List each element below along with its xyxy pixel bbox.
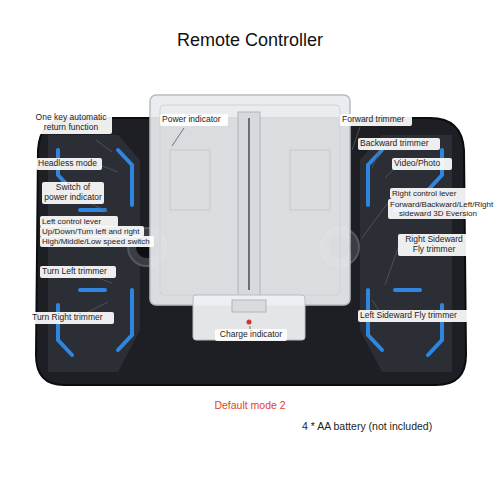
callout-label: Right control lever xyxy=(390,188,474,199)
callout-label: Turn Left trimmer xyxy=(40,266,116,278)
callout-label: Turn Right trimmer xyxy=(30,312,114,324)
callout-label: Forward trimmer xyxy=(340,114,412,126)
callout-label: Switch of power indicator xyxy=(42,182,104,204)
callout-label: Right Sideward Fly trimmer xyxy=(398,234,470,256)
callout-label: Headless mode xyxy=(36,158,102,170)
callout-label: Left Sideward Fly trimmer xyxy=(358,310,470,322)
callout-label: 4 * AA battery (not included) xyxy=(300,419,490,433)
callout-label: Video/Photo xyxy=(392,158,452,170)
phone-holder xyxy=(150,95,350,340)
callout-label: Default mode 2 xyxy=(190,398,310,412)
callout-label: One key automatic return function xyxy=(30,112,112,134)
left-grip xyxy=(48,135,140,372)
callout-label: Backward trimmer xyxy=(358,138,440,150)
callout-label: High/Middle/Low speed switch xyxy=(40,236,154,247)
diagram-title: Remote Controller xyxy=(0,30,500,51)
callout-label: Forward/Backward/Left/Right sideward 3D … xyxy=(388,199,488,219)
callout-label: Power indicator xyxy=(160,114,228,126)
callout-label: Charge indicator xyxy=(215,329,287,341)
